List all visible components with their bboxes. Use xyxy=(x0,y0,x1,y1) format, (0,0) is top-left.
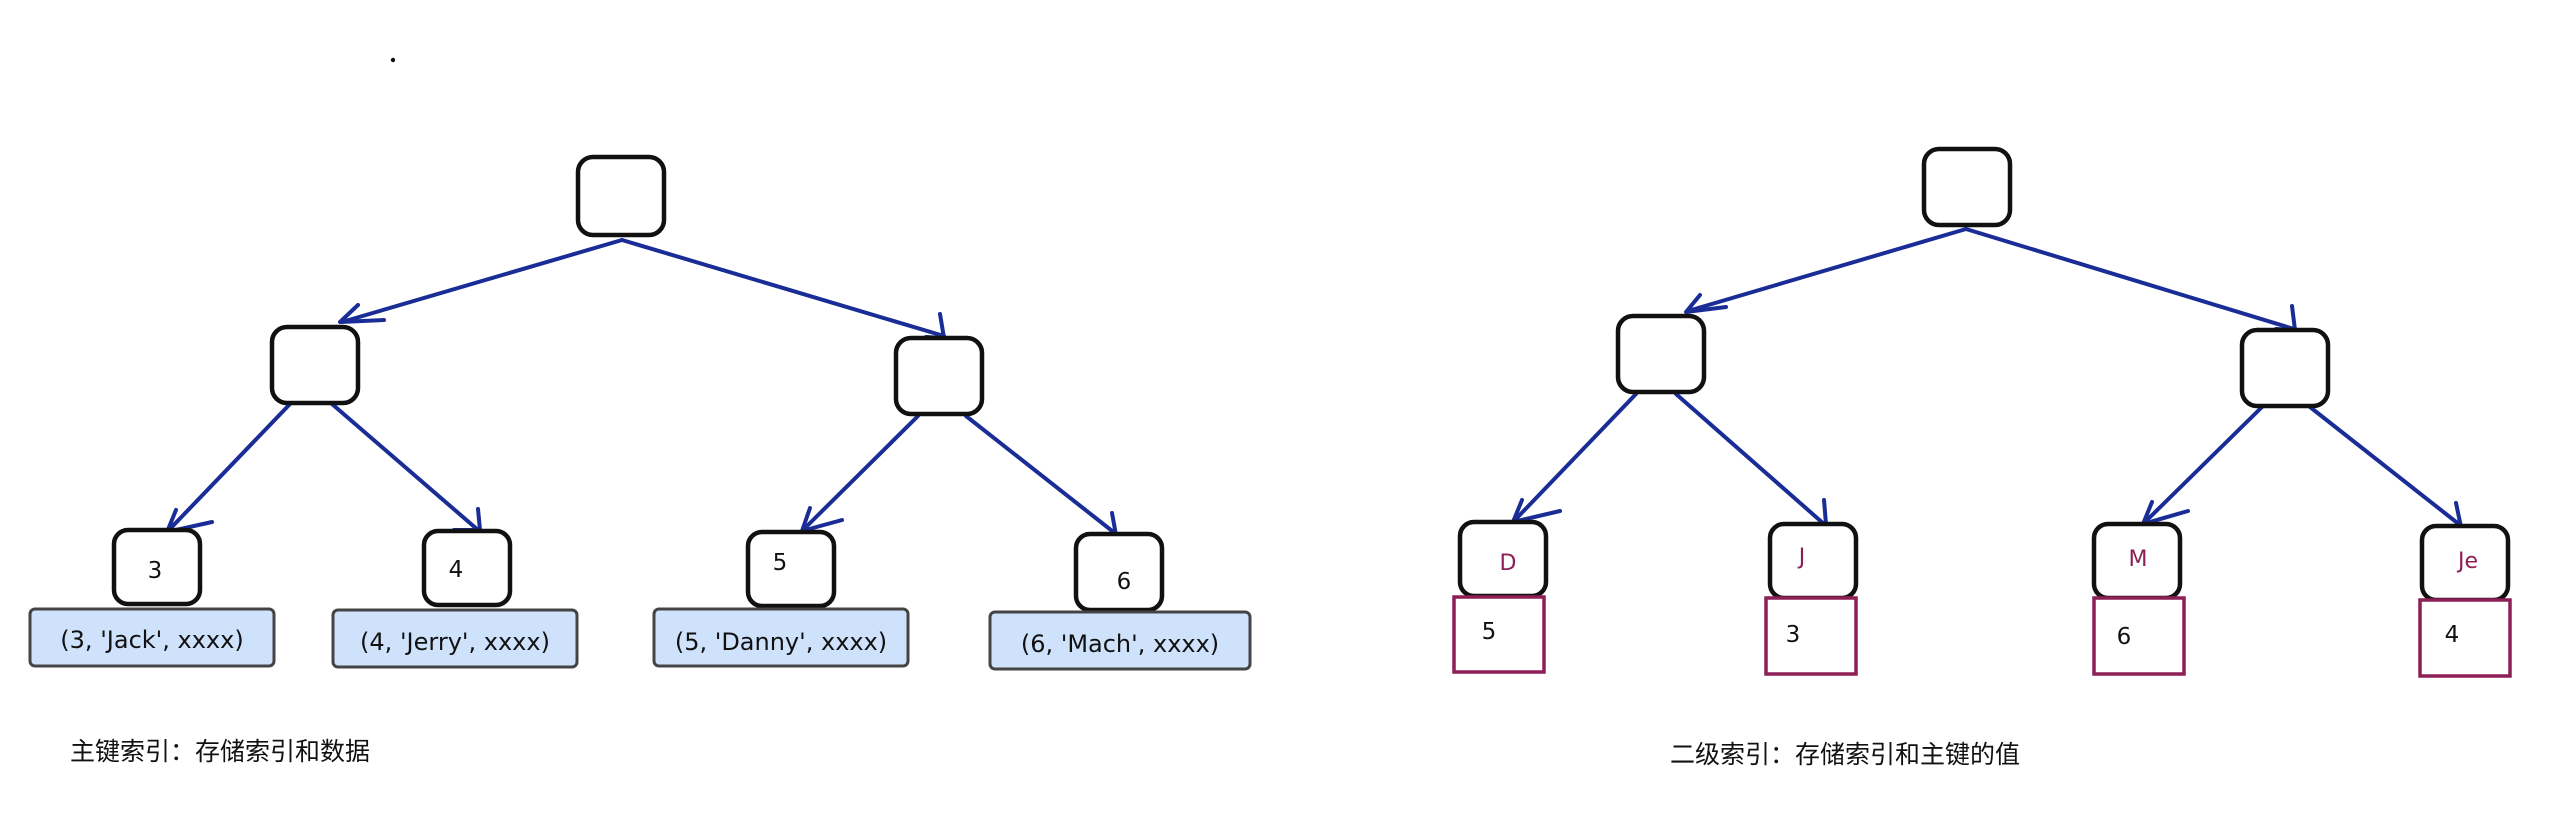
leaf-row-data: (5, 'Danny', xxxx) xyxy=(675,628,887,656)
leaf-key: 5 xyxy=(773,550,788,576)
inner-node-left xyxy=(269,324,361,406)
leaf-pk-box xyxy=(2418,598,2512,678)
arrowhead-root-left xyxy=(1684,293,1728,314)
leaf-key: 3 xyxy=(148,558,163,584)
leaf-row-box xyxy=(988,610,1252,671)
edge-left-leaf2 xyxy=(330,402,480,532)
leaf-pk-value: 4 xyxy=(2445,622,2460,648)
leaf-4: Je 4 xyxy=(2418,523,2512,678)
stray-dot xyxy=(390,57,396,63)
leaf-pk-box xyxy=(1764,596,1858,676)
leaf-row-box xyxy=(331,608,579,669)
edge-root-right xyxy=(620,238,946,338)
leaf-row-box xyxy=(28,607,276,668)
leaf-3: M 6 xyxy=(2091,521,2186,676)
edge-right-leaf4 xyxy=(2308,405,2462,527)
leaf-pk-value: 3 xyxy=(1786,622,1801,648)
edge-right-leaf3 xyxy=(2142,405,2264,525)
edge-right-leaf3 xyxy=(801,414,920,532)
leaf-row-data: (3, 'Jack', xxxx) xyxy=(60,626,243,654)
leaf-key-node xyxy=(111,527,203,607)
edge-right-leaf4 xyxy=(964,414,1118,536)
leaf-pk-value: 5 xyxy=(1482,619,1497,645)
edge-left-leaf1 xyxy=(1512,392,1638,523)
leaf-key: D xyxy=(1500,551,1517,576)
leaf-row-box xyxy=(652,607,910,668)
leaf-3: 5 (5, 'Danny', xxxx) xyxy=(652,529,910,668)
inner-node-left xyxy=(1615,313,1707,395)
primary-edges xyxy=(165,238,1118,537)
secondary-index-caption: 二级索引：存储索引和主键的值 xyxy=(1670,740,2020,769)
edge-root-right xyxy=(1964,227,2296,331)
leaf-4: 6 (6, 'Mach', xxxx) xyxy=(988,531,1252,671)
inner-node-right xyxy=(893,335,985,417)
leaf-1: 3 (3, 'Jack', xxxx) xyxy=(28,527,276,668)
leaf-key-node xyxy=(1073,531,1165,613)
arrowhead-left-leaf1 xyxy=(1511,498,1562,524)
edge-left-leaf2 xyxy=(1674,392,1826,526)
edge-left-leaf1 xyxy=(166,402,292,533)
leaf-key: Je xyxy=(2456,549,2478,574)
leaf-key: 6 xyxy=(1117,569,1132,595)
root-node xyxy=(575,154,667,238)
leaf-key: 4 xyxy=(449,557,464,583)
leaf-pk-box xyxy=(2092,596,2186,676)
edge-root-left xyxy=(340,238,624,324)
secondary-index-tree: D 5 J 3 M 6 Je 4 二级索引：存储索引和主键的值 xyxy=(1452,146,2512,769)
leaf-key-node xyxy=(1767,521,1859,601)
leaf-key-node xyxy=(745,529,837,609)
primary-index-caption: 主键索引：存储索引和数据 xyxy=(70,737,370,766)
leaf-pk-value: 6 xyxy=(2117,624,2132,650)
leaf-key-node xyxy=(421,528,513,608)
leaf-2: 4 (4, 'Jerry', xxxx) xyxy=(331,528,579,669)
primary-index-tree: 3 (3, 'Jack', xxxx) 4 (4, 'Jerry', xxxx)… xyxy=(28,154,1252,766)
leaf-1: D 5 xyxy=(1452,519,1549,674)
inner-node-right xyxy=(2239,327,2331,409)
root-node xyxy=(1921,146,2013,228)
edge-root-left xyxy=(1686,227,1968,313)
leaf-pk-box xyxy=(1452,595,1546,674)
leaf-key: M xyxy=(2129,547,2148,572)
arrowhead-right-leaf3 xyxy=(2141,500,2190,526)
arrowhead-root-left xyxy=(338,303,386,324)
leaf-2: J 3 xyxy=(1764,521,1859,676)
leaf-row-data: (4, 'Jerry', xxxx) xyxy=(360,628,550,656)
leaf-row-data: (6, 'Mach', xxxx) xyxy=(1021,630,1219,658)
leaf-key: J xyxy=(1797,545,1806,570)
